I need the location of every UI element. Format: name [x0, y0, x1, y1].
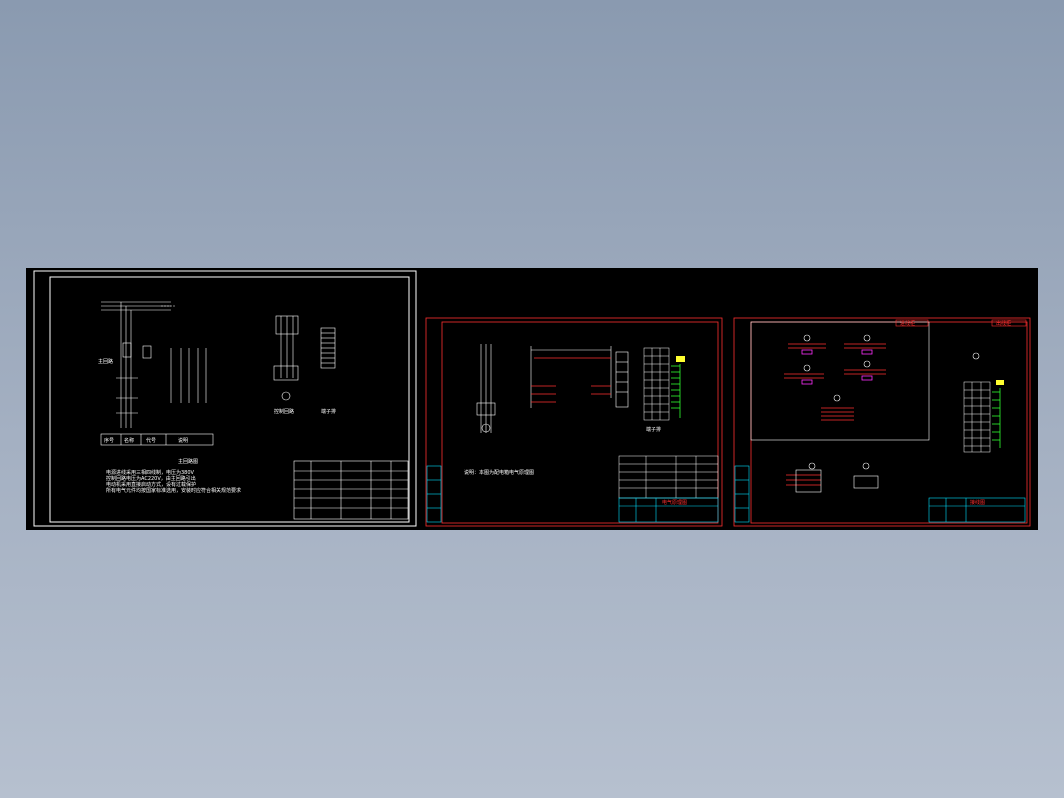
main-circuit [101, 301, 207, 428]
main-circuit-label: 主回路 [98, 358, 113, 365]
sheet1-title-label: 主回路图 [178, 458, 198, 465]
sheet2-terminal-grid [643, 347, 670, 421]
red-tag-left: 进线柜 [900, 320, 915, 327]
sheet-3: 进线柜 出线柜 [733, 317, 1031, 527]
sheet-1: 主回路 序号 名称 代号 说明 主回路图 电源进线采用三相四线制，电压为380V… [33, 270, 417, 527]
control-circuit-label: 控制回路 [274, 408, 294, 415]
sheet2-cyan-title [618, 497, 719, 523]
sheet2-schematic [476, 344, 629, 433]
sheet3-green-wires [992, 388, 1001, 448]
sheet3-cyan-title [928, 497, 1026, 523]
control-circuit [273, 315, 299, 401]
sheet2-title-block [618, 455, 719, 499]
terminal-block-sheet1 [320, 327, 336, 369]
note-1: 电源进线采用三相四线制，电压为380V [106, 469, 195, 476]
sheet1-header-table [100, 433, 214, 446]
note-4: 所有电气元件均按国家标准选用，安装时应符合相关规范要求 [106, 487, 241, 494]
sheet1-bom-table [293, 460, 409, 520]
cad-drawing-viewport[interactable]: 主回路 序号 名称 代号 说明 主回路图 电源进线采用三相四线制，电压为380V… [26, 268, 1038, 530]
header-cell-1: 序号 [104, 437, 114, 444]
sheet-2: 端子排 说明：本图为配电箱电气原理图 电气原理图 [425, 317, 723, 527]
sheet3-terminal-grid [963, 381, 991, 453]
sheet2-left-strip [426, 465, 442, 523]
sheet3-title-label: 接线图 [970, 499, 985, 506]
sheet2-green-wires [671, 364, 681, 418]
note-2: 控制回路电压为AC220V，由主回路引出 [106, 475, 196, 482]
header-cell-3: 代号 [146, 437, 156, 444]
sheet2-title-label: 电气原理图 [662, 499, 687, 506]
sheet2-red-wiring [531, 357, 611, 403]
header-cell-4: 说明 [178, 437, 188, 444]
sheet2-note: 说明：本图为配电箱电气原理图 [464, 469, 534, 476]
sheet3-components [784, 334, 980, 493]
sheet3-inner-panel [750, 321, 930, 441]
sheet3-left-strip [734, 465, 750, 523]
note-3: 电动机采用直接启动方式，设有过载保护 [106, 481, 196, 488]
header-cell-2: 名称 [124, 437, 134, 444]
sheet2-terminal-label: 端子排 [646, 426, 661, 433]
yellow-tag [676, 356, 685, 362]
red-tag-right: 出线柜 [996, 320, 1011, 327]
terminal-block-label: 端子排 [321, 408, 336, 415]
cad-drawing-canvas: 主回路 序号 名称 代号 说明 主回路图 电源进线采用三相四线制，电压为380V… [33, 270, 1031, 527]
